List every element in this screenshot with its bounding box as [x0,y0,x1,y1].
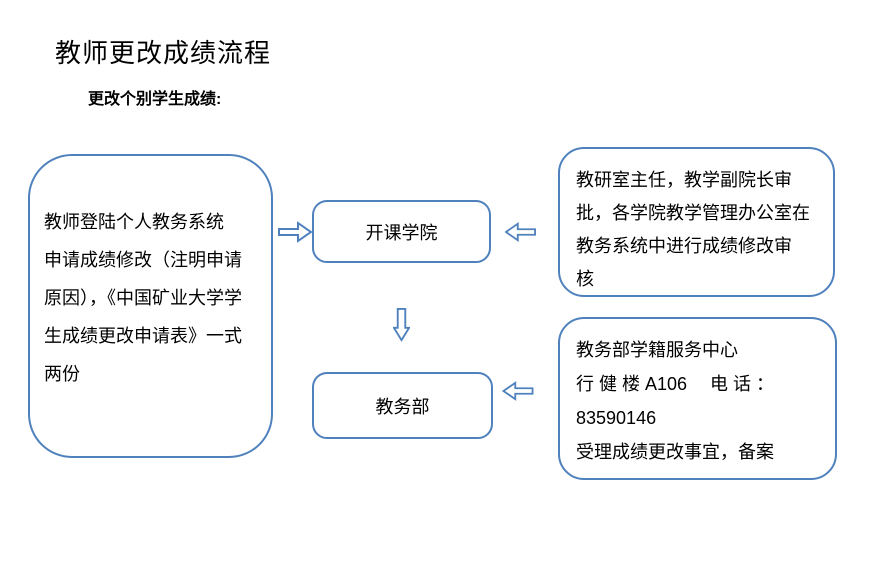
node-college-review-line: 教研室主任，教学副院长审 [576,170,792,190]
node-teacher-apply-line: 两份 [44,364,80,384]
page-subtitle: 更改个别学生成绩: [88,91,222,108]
node-teacher-apply-line: 教师登陆个人教务系统 [44,212,224,232]
node-college-review-line: 核 [576,269,594,289]
block-arrow-left-icon [502,381,534,401]
block-arrow-down-icon [393,308,410,342]
block-arrow-right-icon [278,221,312,243]
node-registrar-line: 行 健 楼 A106 电 话 ： [576,374,775,394]
node-college-review-note: 教研室主任，教学副院长审 批，各学院教学管理办公室在 教务系统中进行成绩修改审 … [558,147,835,297]
node-college-review-line: 教务系统中进行成绩修改审 [576,236,792,256]
node-registrar-line: 教务部学籍服务中心 [576,340,738,360]
node-registrar-note: 教务部学籍服务中心 行 健 楼 A106 电 话 ： 83590146 受理成绩… [558,317,837,480]
node-registrar-line: 受理成绩更改事宜，备案 [576,442,774,462]
node-college-review-line: 批，各学院教学管理办公室在 [576,203,810,223]
block-arrow-left-icon [505,222,536,242]
node-registrar-line: 83590146 [576,408,657,428]
node-teacher-apply-line: 申请成绩修改（注明申请 [44,250,242,270]
node-course-college-label: 开课学院 [365,222,438,243]
node-academic-affairs-label: 教务部 [375,396,430,417]
node-academic-affairs: 教务部 [312,372,493,439]
node-teacher-apply: 教师登陆个人教务系统 申请成绩修改（注明申请 原因），《中国矿业大学学 生成绩更… [28,154,273,458]
page-title: 教师更改成绩流程 [55,38,272,68]
node-teacher-apply-line: 原因），《中国矿业大学学 [44,288,242,308]
node-teacher-apply-line: 生成绩更改申请表》一式 [44,326,242,346]
node-course-college: 开课学院 [312,200,491,263]
